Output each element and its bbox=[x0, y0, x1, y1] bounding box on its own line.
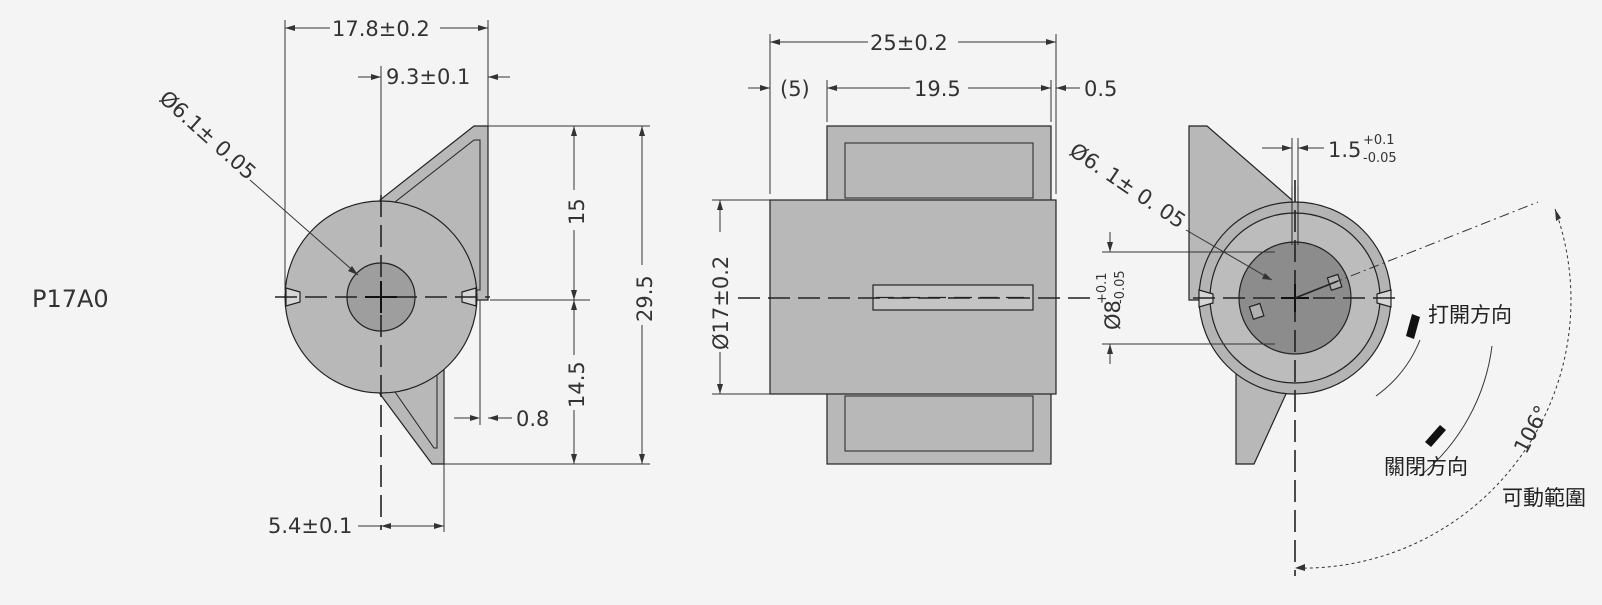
dim-center-offset: 9.3±0.1 bbox=[386, 65, 470, 89]
front-view: 25±0.2 19.5 (5) 0.5 Ø17±0.2 bbox=[709, 31, 1117, 465]
direction-arc bbox=[1375, 339, 1421, 397]
dim-right-step: 0.5 bbox=[1084, 77, 1117, 101]
open-direction-label: 打開方向 bbox=[1428, 303, 1512, 327]
open-direction-arrow bbox=[1406, 314, 1420, 339]
dim-body-length: 19.5 bbox=[914, 77, 961, 101]
dim-lower-height: 14.5 bbox=[565, 361, 589, 408]
end-hub-tol-upper: +0.1 bbox=[1095, 272, 1110, 304]
dim-overall-length: 25±0.2 bbox=[870, 31, 948, 55]
dim-total-height: 29.5 bbox=[633, 275, 657, 322]
dim-upper-height: 15 bbox=[565, 198, 589, 225]
dim-body-diameter: Ø17±0.2 bbox=[709, 256, 733, 350]
close-direction-arrow bbox=[1425, 425, 1446, 447]
side-view: 17.8±0.2 9.3±0.1 Ø6.1± 0.05 15 14.5 29.5 bbox=[155, 17, 657, 538]
end-hub-diameter: Ø8 bbox=[1101, 300, 1125, 330]
dim-bore-diameter: Ø6.1± 0.05 bbox=[155, 86, 261, 185]
rotation-arc bbox=[1294, 208, 1572, 569]
range-label: 可動範圍 bbox=[1502, 486, 1586, 510]
end-view: Ø6. 1± 0. 05 1.5 +0.1 -0.05 Ø8 +0.1 -0.0… bbox=[1065, 125, 1586, 576]
close-direction-label: 關閉方向 bbox=[1384, 455, 1468, 479]
dim-flange-offset: 5.4±0.1 bbox=[268, 514, 352, 538]
dim-flange-thickness: 0.8 bbox=[516, 407, 549, 431]
dim-overall-width: 17.8±0.2 bbox=[332, 17, 430, 41]
dim-left-step: (5) bbox=[780, 77, 810, 101]
rotation-angle: 106° bbox=[1509, 401, 1554, 457]
part-number: P17A0 bbox=[32, 285, 109, 313]
end-hub-tol-lower: -0.05 bbox=[1113, 270, 1128, 304]
end-slot-tol-lower: -0.05 bbox=[1363, 151, 1397, 166]
end-slot-tol-upper: +0.1 bbox=[1363, 133, 1395, 148]
end-slot-width: 1.5 bbox=[1328, 138, 1361, 162]
end-bore-diameter: Ø6. 1± 0. 05 bbox=[1065, 138, 1190, 233]
